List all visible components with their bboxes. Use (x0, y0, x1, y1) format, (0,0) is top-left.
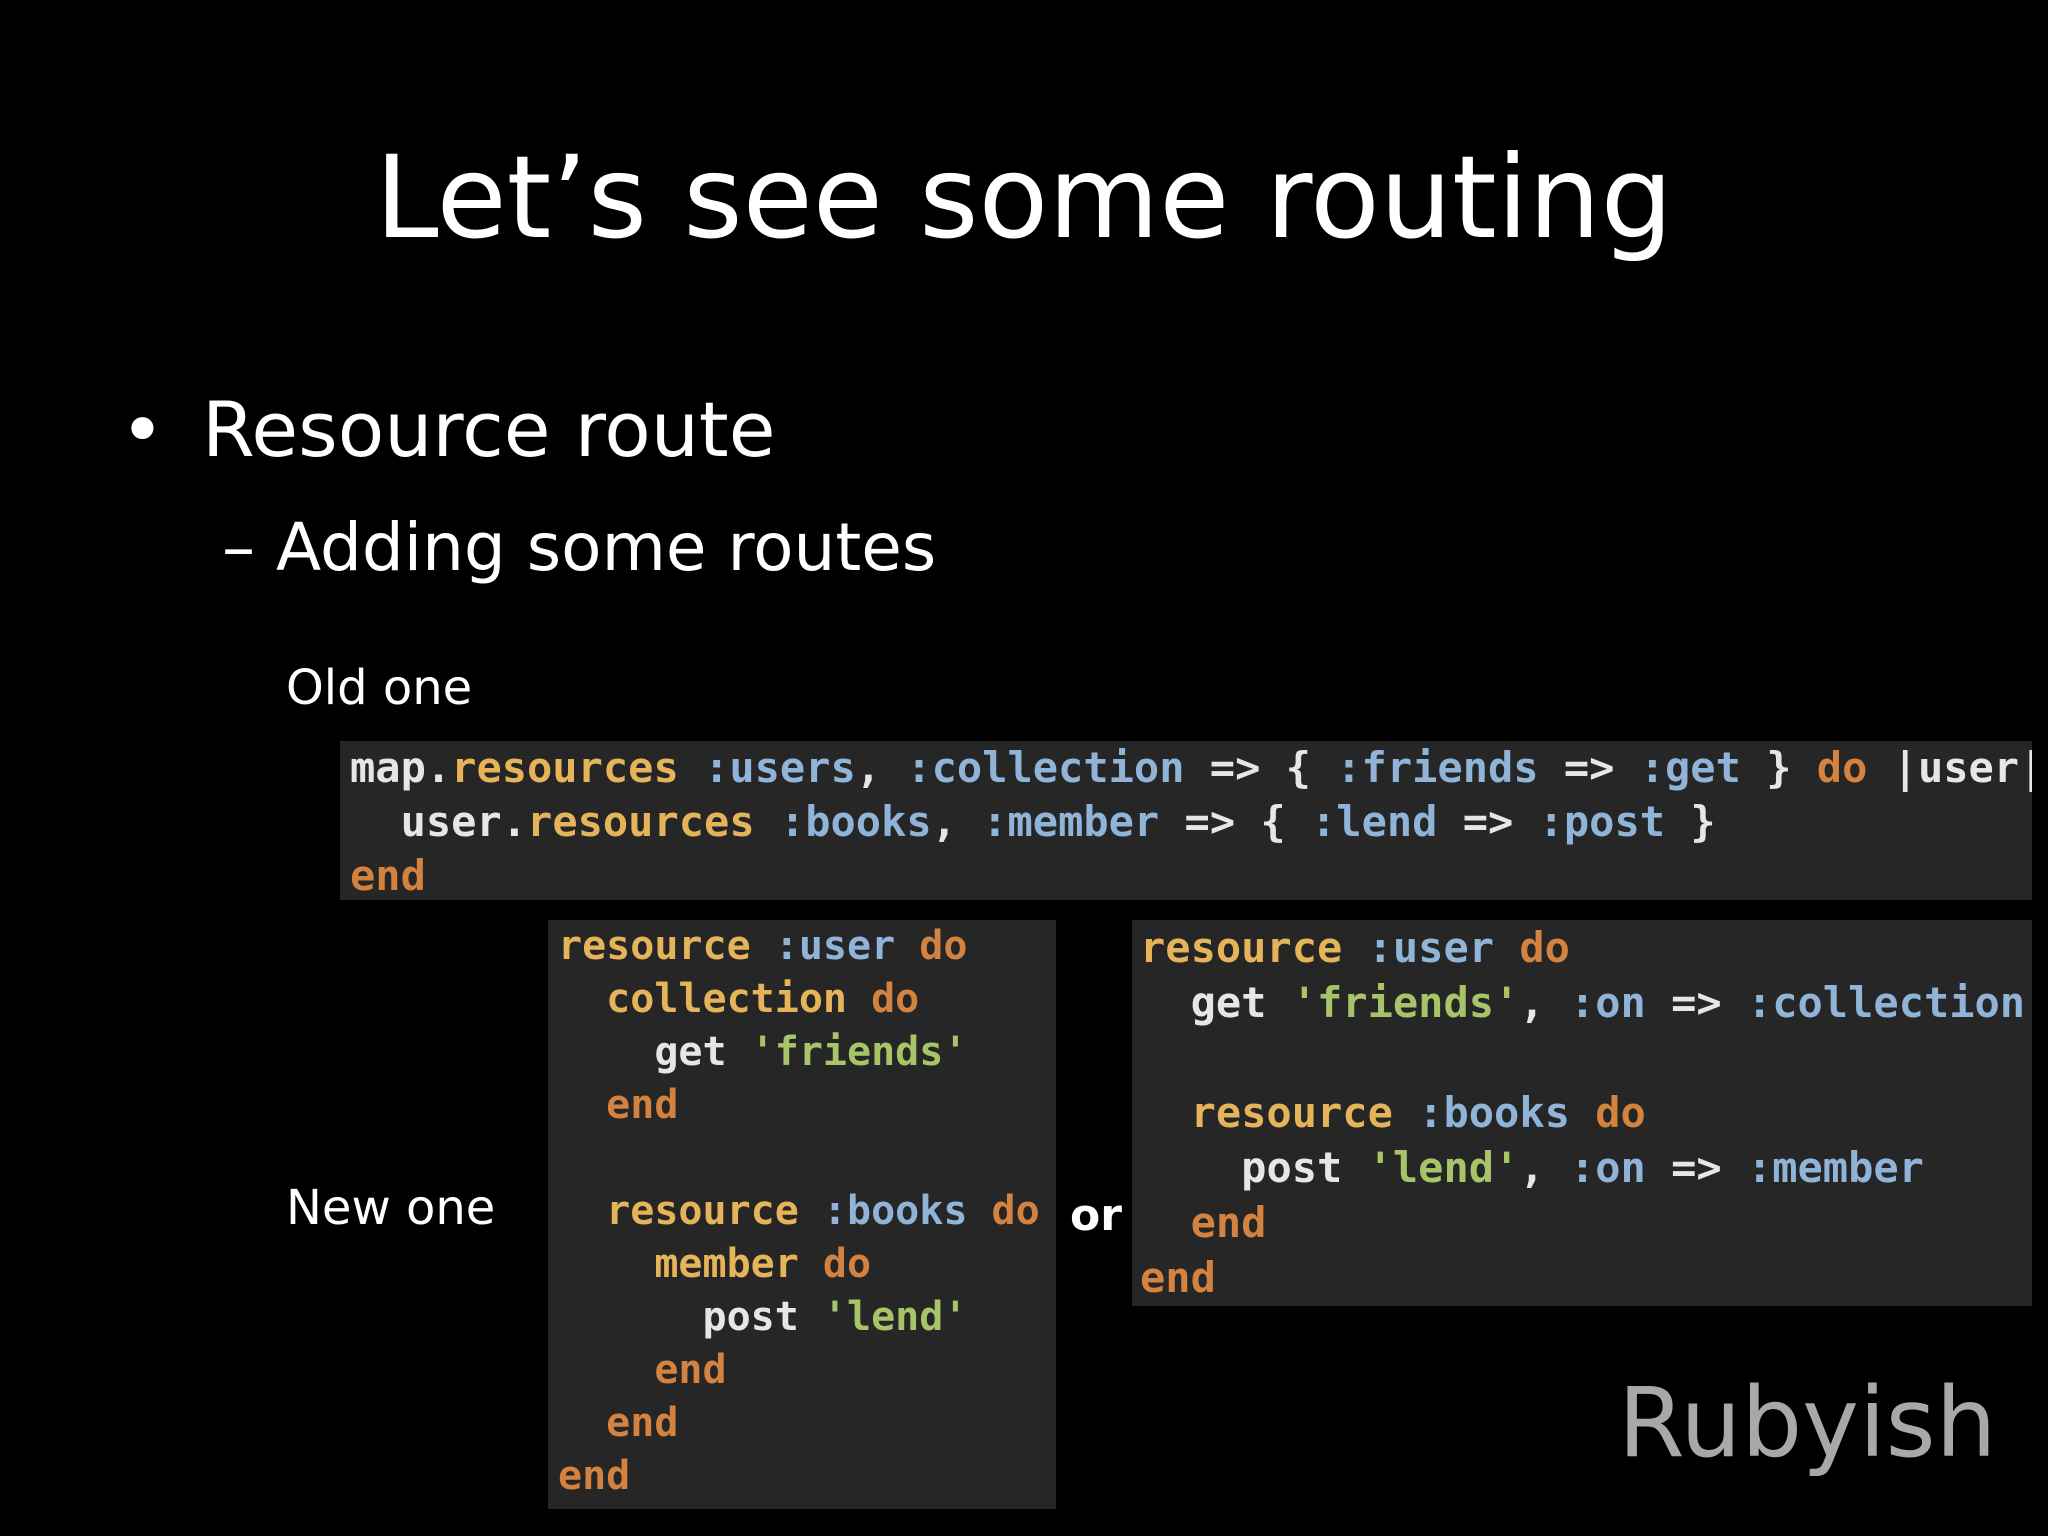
code-line: member do (654, 1241, 872, 1287)
code-line: end (1140, 1253, 1216, 1302)
old-code-block: map.resources :users, :collection => { :… (340, 741, 2032, 900)
code-line: user.resources :books, :member => { :len… (400, 797, 1716, 846)
code-line (1140, 1030, 2032, 1085)
code-line: resource :user do (1140, 923, 1570, 972)
watermark: Rubyish (1618, 1367, 1997, 1479)
bullet-text: Resource route (202, 385, 776, 474)
sub-bullet-text: – Adding some routes (222, 509, 937, 586)
slide-title: Let’s see some routing (374, 131, 1674, 264)
code-line: resource :user do (558, 923, 968, 969)
new-code-block-nested: resource :user do collection do get 'fri… (548, 920, 1056, 1509)
code-line: end (606, 1082, 679, 1128)
code-line: resource :books do (606, 1188, 1040, 1234)
code-line: end (1190, 1198, 1267, 1247)
code-line: get 'friends' (654, 1029, 968, 1075)
new-one-label: New one (286, 1180, 496, 1236)
code-line: collection do (606, 976, 920, 1022)
code-line: end (350, 851, 426, 900)
code-line: map.resources :users, :collection => { :… (350, 743, 2032, 792)
bullet-dot-icon: • (120, 385, 165, 474)
code-line: end (606, 1400, 679, 1446)
code-line: end (558, 1453, 631, 1499)
code-line: end (654, 1347, 727, 1393)
code-line: get 'friends', :on => :collection (1190, 978, 2026, 1027)
old-one-label: Old one (286, 660, 473, 716)
code-line: post 'lend' (702, 1294, 968, 1340)
or-label: or (1070, 1190, 1122, 1241)
code-line: resource :books do (1190, 1088, 1646, 1137)
new-code-block-options: resource :user do get 'friends', :on => … (1132, 920, 2032, 1306)
code-line: post 'lend', :on => :member (1241, 1143, 1924, 1192)
code-line (558, 1132, 1056, 1185)
